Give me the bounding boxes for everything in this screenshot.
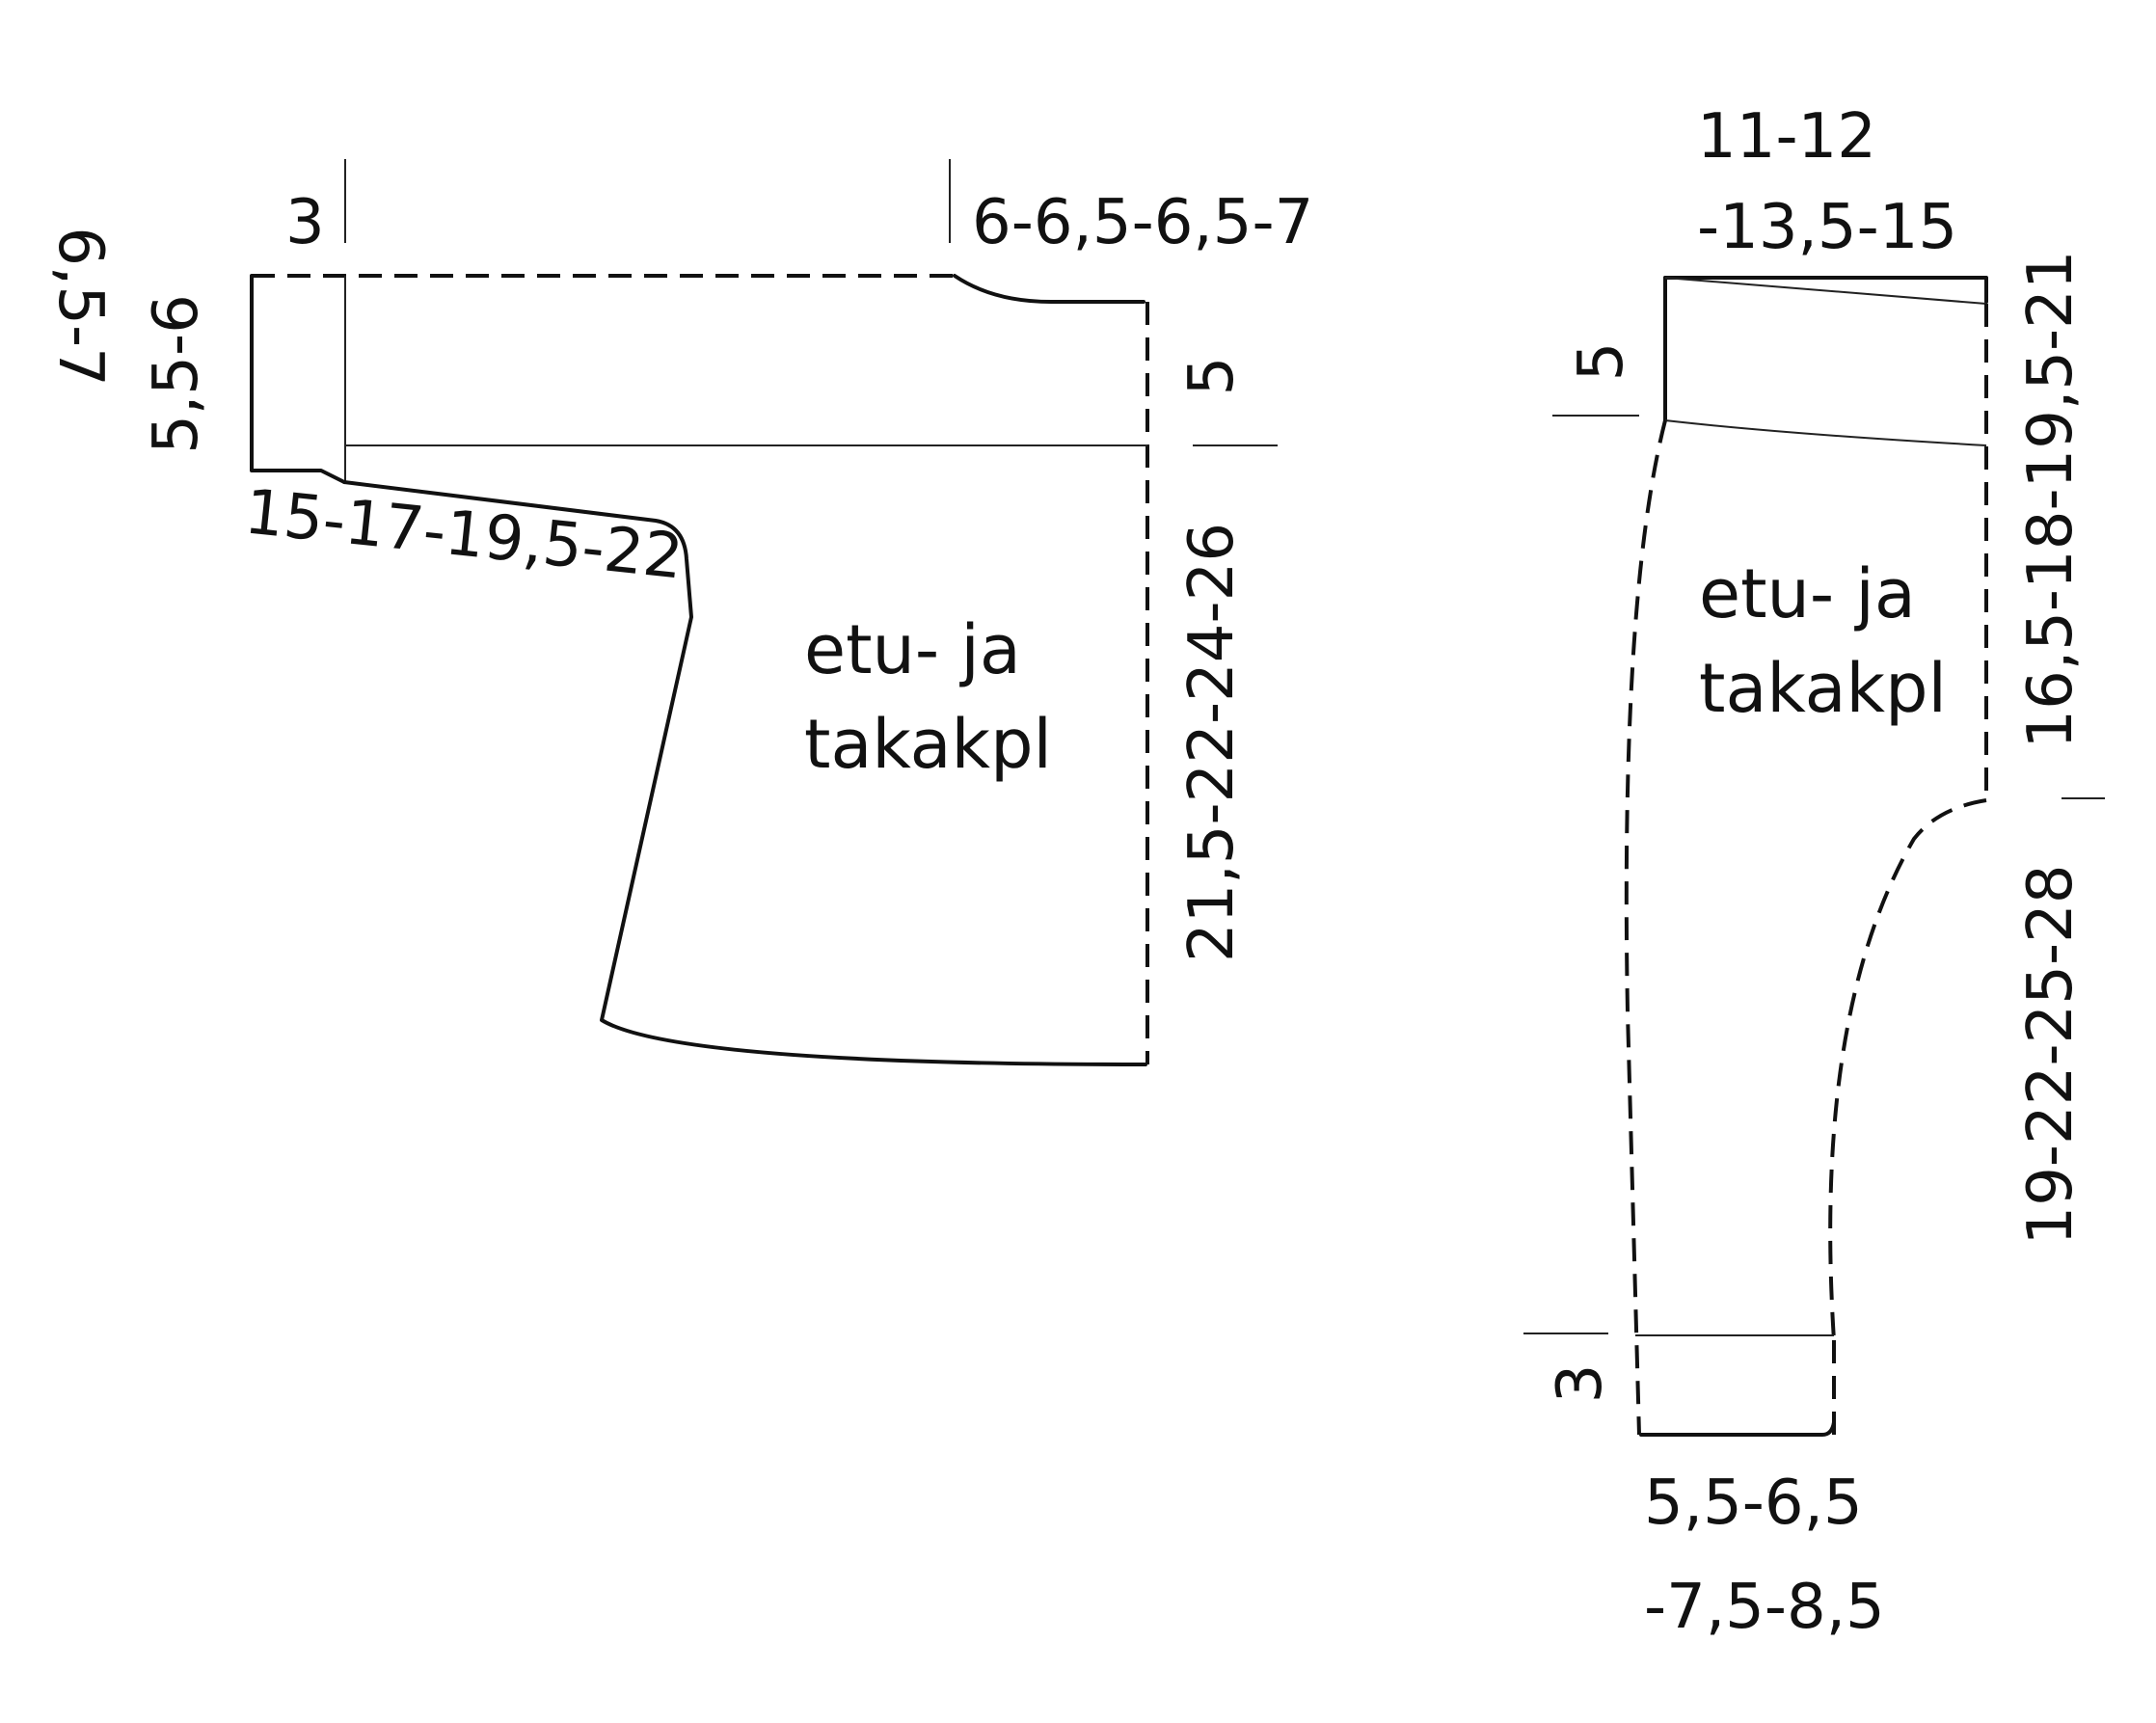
body-dim-neck-depth-inner: 5,5-6 (141, 294, 212, 454)
body-dim-yoke: 5 (1176, 357, 1248, 396)
pants-waist-top-slope (1664, 277, 1987, 305)
pants-waistband-bottom (1664, 419, 1987, 446)
body-piece-label-line1: etu- ja (804, 610, 1021, 689)
pants-dim-waist-line1: 11-12 (1697, 101, 1876, 173)
pants-outer-leg-line (1624, 419, 1667, 1436)
pants-dim-ankle-line2: -7,5-8,5 (1644, 1572, 1885, 1643)
pants-dim-waistband: 5 (1566, 342, 1637, 382)
body-piece: 3 6-6,5-6,5-7 6,5-7 5,5-6 5 15-17-19,5-2… (44, 159, 1313, 1066)
pants-dim-rise: 16,5-18-19,5-21 (2015, 250, 2087, 748)
pants-piece-label-line1: etu- ja (1699, 554, 1916, 633)
pants-waistband-outline (1663, 276, 1988, 304)
body-shoulder-curve (953, 274, 1145, 304)
body-neck-band-outline (250, 274, 346, 484)
body-dim-neck-depth-outer: 6,5-7 (44, 227, 116, 387)
pants-dim-ankle-line1: 5,5-6,5 (1644, 1467, 1863, 1539)
body-dim-shoulder: 6-6,5-6,5-7 (972, 187, 1313, 258)
pants-dim-inseam: 19-22-25-28 (2015, 864, 2087, 1245)
body-dim-side: 21,5-22-24-26 (1176, 523, 1248, 962)
pants-piece: 11-12 -13,5-15 5 16,5-18-19,5-21 19-22-2… (1523, 101, 2105, 1643)
pants-piece-label-line2: takakpl (1699, 649, 1947, 728)
pants-dim-waist-line2: -13,5-15 (1697, 192, 1957, 263)
body-armhole-outline (342, 480, 1147, 1066)
pants-crotch-curve (1828, 798, 1987, 1341)
body-dim-band-width: 3 (285, 187, 325, 258)
body-dim-armhole: 15-17-19,5-22 (241, 476, 686, 593)
body-piece-label-line2: takakpl (804, 705, 1052, 784)
pants-ankle-edge (1639, 1420, 1836, 1437)
pants-dim-cuff: 3 (1545, 1364, 1616, 1404)
